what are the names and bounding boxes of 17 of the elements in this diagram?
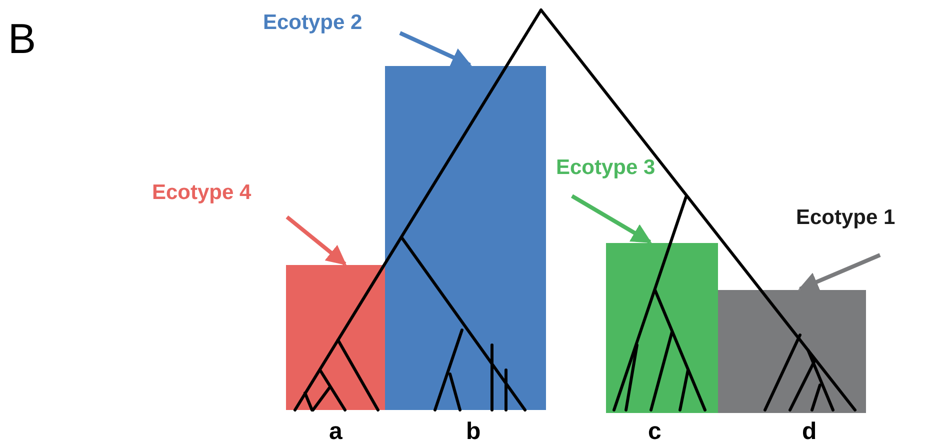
clade-letter: a [329, 420, 342, 444]
ecotype-label: Ecotype 2 [263, 12, 362, 33]
arrow [570, 194, 652, 244]
arrow [286, 215, 347, 266]
ecotype-bar [286, 265, 385, 410]
ecotype-bar [606, 243, 718, 413]
ecotype-label: Ecotype 3 [556, 157, 656, 178]
ecotype-bar [718, 290, 866, 413]
ecotype-bar [385, 66, 546, 410]
ecotype-label: Ecotype 1 [796, 207, 896, 228]
ecotype-label: Ecotype 4 [152, 182, 252, 203]
arrow [798, 253, 881, 292]
arrow [399, 31, 472, 67]
panel-letter: B [8, 18, 36, 60]
clade-letter: b [466, 420, 481, 444]
clade-letter: d [802, 420, 817, 444]
clade-letter: c [648, 420, 662, 444]
